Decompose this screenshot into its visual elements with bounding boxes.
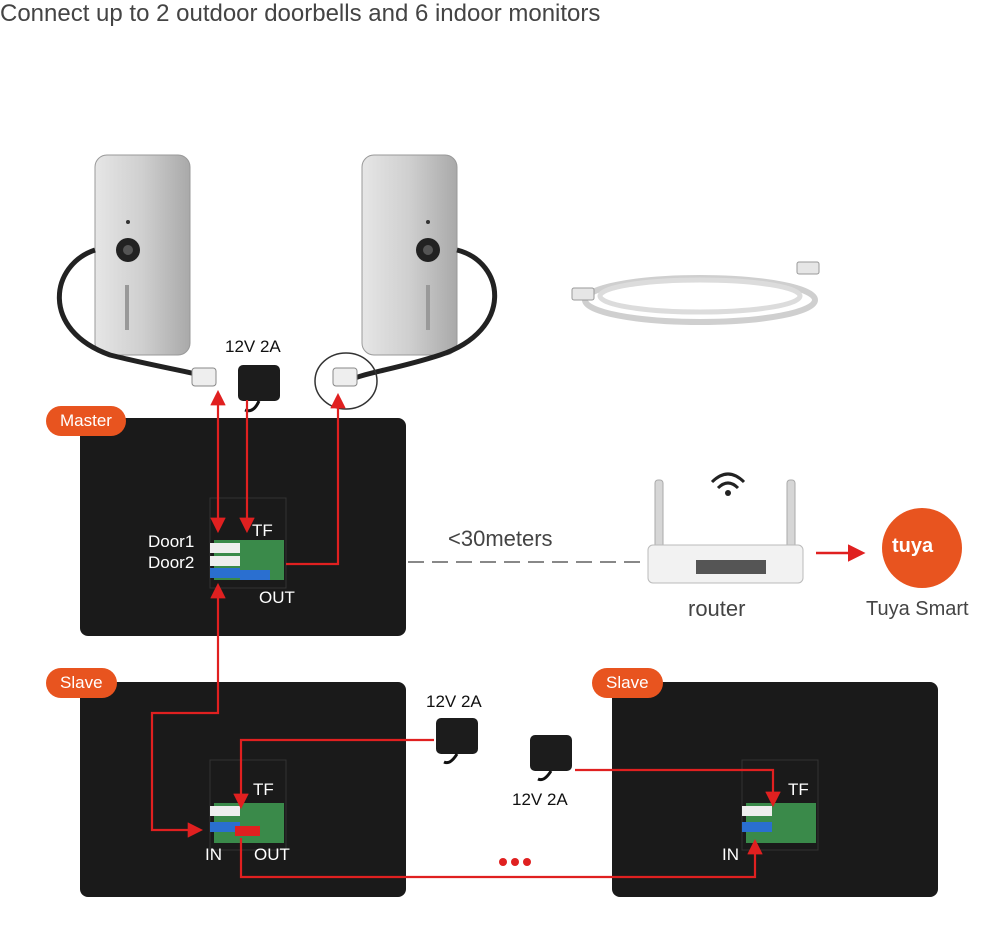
cable-coil: [571, 261, 820, 325]
power-label-top: 12V 2A: [225, 337, 281, 356]
master-tf-label: TF: [252, 521, 273, 540]
master-door1-label: Door1: [148, 532, 195, 551]
power-adapter-middle-right: [530, 735, 572, 782]
slave-badge-right: Slave: [592, 668, 663, 698]
slave-right-tf-label: TF: [788, 780, 809, 799]
master-monitor: [80, 418, 406, 636]
router-label: router: [688, 596, 746, 621]
tuya-logo-text: tuya: [892, 535, 934, 557]
power-adapter-top: [238, 365, 280, 413]
wiring-lines: [150, 389, 781, 879]
master-out-label: OUT: [259, 588, 295, 607]
slave-left-tf-label: TF: [253, 780, 274, 799]
slave-left-out-label: OUT: [254, 845, 290, 864]
slave-monitor-left: [80, 682, 406, 897]
outdoor-doorbell-1: [56, 154, 217, 387]
master-door2-label: Door2: [148, 553, 195, 572]
outdoor-doorbell-2: [314, 154, 498, 410]
power-label-middle-left: 12V 2A: [426, 692, 482, 711]
slave-right-in-label: IN: [722, 845, 739, 864]
slave-monitor-right: [612, 682, 938, 897]
master-badge: Master: [46, 406, 126, 436]
distance-label: <30meters: [448, 526, 553, 551]
tuya-label: Tuya Smart: [866, 598, 969, 620]
slave-left-in-label: IN: [205, 845, 222, 864]
slave-badge-left: Slave: [46, 668, 117, 698]
power-adapter-middle-left: [436, 718, 478, 765]
router-device: [647, 472, 804, 584]
power-label-middle-right: 12V 2A: [512, 790, 568, 809]
page-heading: Connect up to 2 outdoor doorbells and 6 …: [0, 0, 601, 27]
tuya-logo-circle: [882, 508, 962, 588]
